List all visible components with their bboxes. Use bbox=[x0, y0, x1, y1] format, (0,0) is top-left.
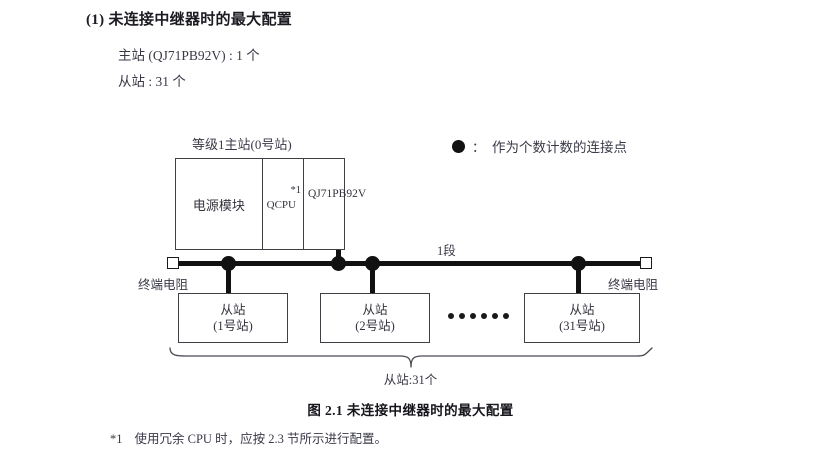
footnote: *1 使用冗余 CPU 时，应按 2.3 节所示进行配置。 bbox=[110, 428, 387, 447]
ellipsis-dot bbox=[503, 313, 509, 319]
terminating-resistor-left-icon bbox=[167, 257, 179, 269]
master-station-box: 电源模块 QCPU *1 QJ71 PB92V bbox=[175, 158, 366, 250]
footnote-mark: *1 bbox=[110, 432, 123, 446]
master-station-caption: 等级1主站(0号站) bbox=[192, 137, 292, 152]
bus-node-master bbox=[331, 256, 346, 271]
qcpu-cell: QCPU *1 bbox=[263, 159, 304, 249]
ellipsis-dot bbox=[492, 313, 498, 319]
slave-station-name-1: 从站 bbox=[220, 302, 246, 317]
ellipsis-dot bbox=[470, 313, 476, 319]
filled-circle-icon bbox=[452, 139, 465, 153]
terminating-resistor-right-label: 终端电阻 bbox=[608, 278, 659, 292]
footnote-text: 使用冗余 CPU 时，应按 2.3 节所示进行配置。 bbox=[134, 432, 387, 446]
segment-label: 1段 bbox=[437, 244, 456, 258]
ellipsis-dot bbox=[459, 313, 465, 319]
ellipsis-dots bbox=[448, 313, 509, 319]
slave-station-number-2: (2号站) bbox=[355, 319, 395, 333]
slave-station-name-2: 从站 bbox=[362, 302, 388, 317]
slave2-drop-line bbox=[370, 262, 375, 294]
slave-group-brace bbox=[168, 347, 654, 374]
terminating-resistor-right-icon bbox=[640, 257, 652, 269]
legend-label: 作为个数计数的连接点 bbox=[492, 140, 628, 155]
slave-total-label: 从站:31个 bbox=[383, 373, 438, 387]
slave-station-box-2: 从站 (2号站) bbox=[320, 293, 430, 343]
legend-separator: ： bbox=[472, 139, 486, 155]
figure-caption: 图 2.1 未连接中继器时的最大配置 bbox=[307, 403, 514, 418]
footnote-marker: *1 bbox=[290, 185, 302, 196]
brace-icon bbox=[169, 347, 653, 368]
slave31-drop-line bbox=[576, 262, 581, 294]
slave-station-number-31: (31号站) bbox=[559, 319, 605, 333]
network-module-label-line2: PB92V bbox=[332, 188, 367, 200]
ellipsis-dot bbox=[481, 313, 487, 319]
slave-station-number-1: (1号站) bbox=[213, 319, 253, 333]
master-count-line: 主站 (QJ71PB92V) : 1 个 bbox=[118, 48, 260, 63]
ellipsis-dot bbox=[448, 313, 454, 319]
network-module-cell: QJ71 PB92V bbox=[304, 159, 366, 249]
terminating-resistor-left-label: 终端电阻 bbox=[138, 278, 189, 292]
slave-station-box-1: 从站 (1号站) bbox=[178, 293, 288, 343]
slave-station-name-31: 从站 bbox=[569, 302, 595, 317]
legend: ： 作为个数计数的连接点 bbox=[452, 136, 627, 156]
network-module-label-line1: QJ71 bbox=[308, 188, 333, 200]
power-module-cell: 电源模块 bbox=[176, 159, 263, 249]
qcpu-label: QCPU bbox=[266, 199, 296, 211]
page-title: (1) 未连接中继器时的最大配置 bbox=[86, 12, 293, 28]
bus-trunk-line bbox=[173, 261, 647, 266]
slave1-drop-line bbox=[226, 262, 231, 294]
slave-station-box-31: 从站 (31号站) bbox=[524, 293, 640, 343]
slave-count-line: 从站 : 31 个 bbox=[118, 74, 186, 89]
